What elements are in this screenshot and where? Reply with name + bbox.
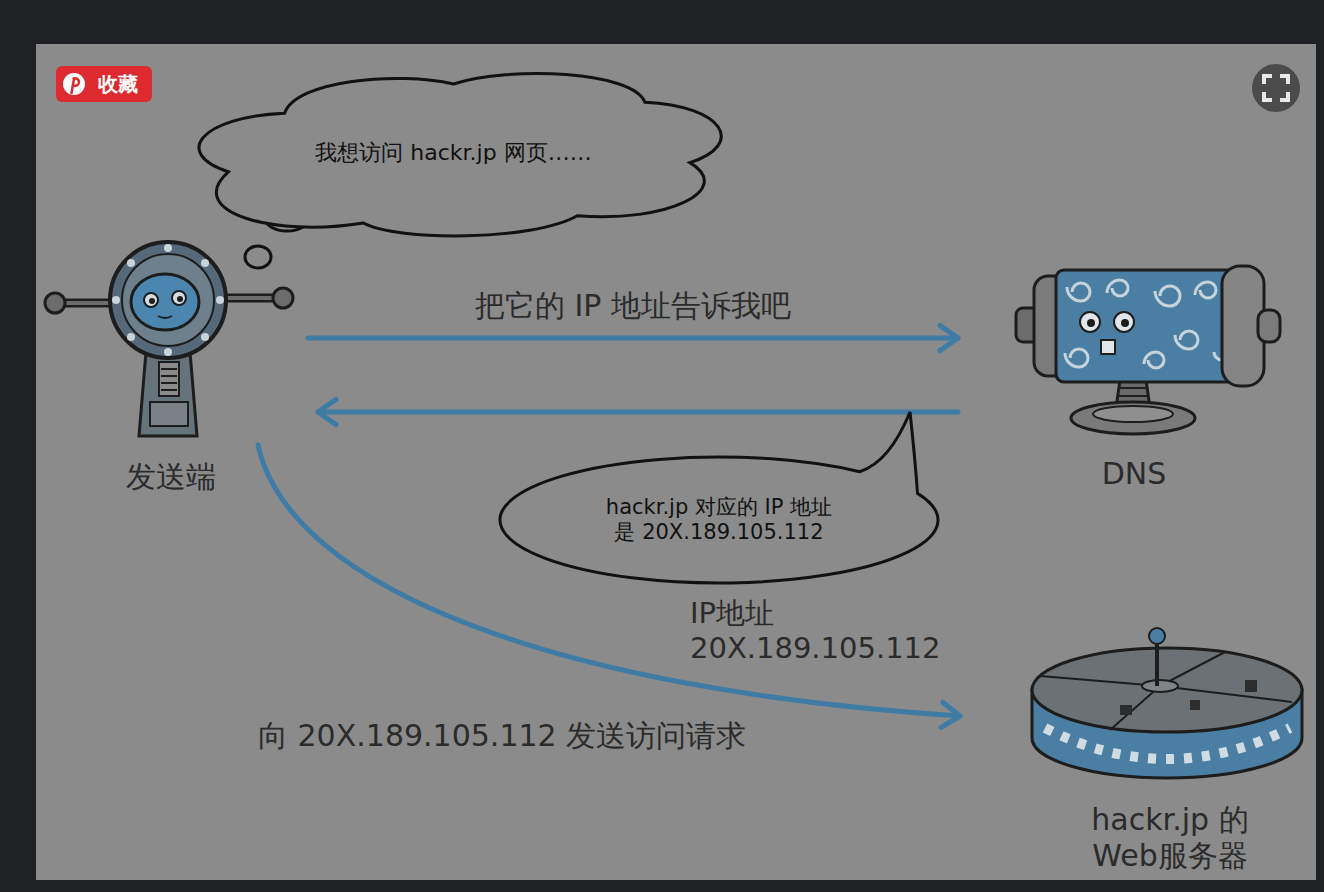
- dns-illustration: [1144, 352, 1164, 368]
- robot-illustration: [273, 288, 293, 308]
- thought-cloud: 我想访问 hackr.jp 网页……: [172, 62, 735, 245]
- web-server-illustration: [1032, 648, 1302, 732]
- arrow-head: [940, 325, 958, 350]
- sender-robot: 发送端: [40, 250, 302, 495]
- dns-illustration: [1121, 319, 1129, 327]
- robot-illustration: [158, 316, 172, 318]
- robot-illustration: [177, 296, 183, 302]
- edge-label: 把它的 IP 地址告诉我吧: [475, 288, 791, 324]
- robot-illustration: [201, 259, 209, 267]
- connector-line: [308, 336, 958, 341]
- expand-icon: [1252, 64, 1300, 112]
- speech-bubble: hackr.jp 对应的 IP 地址 是 20X.189.105.112: [498, 455, 940, 585]
- robot-illustration: [149, 298, 155, 304]
- robot-illustration: [201, 333, 209, 341]
- arrow-head: [941, 702, 960, 727]
- web-server-illustration: [1120, 705, 1132, 715]
- web-server-illustration: [1040, 652, 1292, 730]
- dns-illustration: [1155, 286, 1180, 306]
- robot-illustration: [161, 369, 177, 390]
- arrow-head: [318, 399, 336, 424]
- dns-illustration: [1065, 280, 1230, 368]
- web-server-text: hackr.jp 的 Web服务器: [1075, 802, 1265, 874]
- robot-illustration: [139, 352, 197, 436]
- dns-illustration: [1118, 388, 1148, 396]
- dns-illustration: [1016, 266, 1280, 434]
- robot-illustration: [131, 274, 199, 330]
- save-button: 收藏: [56, 66, 152, 102]
- dns-illustration: [1107, 280, 1128, 296]
- dns-illustration: [1258, 310, 1280, 342]
- dns-illustration: [1067, 283, 1090, 301]
- robot-illustration: [110, 242, 226, 358]
- dns-illustration: [1087, 319, 1095, 327]
- robot-illustration: [127, 333, 135, 341]
- dns-illustration: [1093, 406, 1173, 422]
- web-server-illustration: [1032, 628, 1302, 778]
- speech-bubble-text: hackr.jp 对应的 IP 地址 是 20X.189.105.112: [599, 495, 839, 545]
- robot-illustration: [150, 402, 188, 426]
- connector: [318, 399, 958, 424]
- dns-illustration: [1080, 312, 1100, 332]
- web-server-illustration: [1245, 680, 1257, 692]
- dns-illustration: [1114, 312, 1134, 332]
- robot-illustration: [164, 348, 172, 356]
- dns-illustration: [1071, 402, 1195, 434]
- web-server: hackr.jp 的 Web服务器: [1030, 622, 1310, 874]
- robot-illustration: [172, 291, 186, 305]
- robot-illustration: [45, 242, 293, 436]
- robot-illustration: [144, 293, 158, 307]
- robot-illustration: [164, 244, 172, 252]
- robot-illustration: [112, 296, 120, 304]
- thought-dots: [245, 246, 271, 268]
- robot-illustration: [45, 293, 65, 313]
- dns-illustration: [1056, 270, 1236, 382]
- web-server-illustration: [1155, 642, 1159, 686]
- web-server-illustration: [1190, 700, 1200, 710]
- dns-illustration: [1065, 349, 1088, 367]
- expand-icon: [1264, 76, 1288, 100]
- connector: [308, 325, 958, 350]
- save-button-text: 收藏: [98, 72, 138, 96]
- connector-line: [318, 410, 958, 415]
- cloud-outline: [199, 74, 721, 236]
- robot-illustration: [127, 259, 135, 267]
- dns-illustration: [1175, 331, 1198, 349]
- dns-server: DNS: [1000, 262, 1268, 492]
- robot-illustration: [216, 296, 224, 304]
- address-note: IP地址 20X.189.105.112: [690, 596, 952, 666]
- web-server-illustration: [1142, 680, 1178, 692]
- expand-icon: [1252, 64, 1300, 112]
- pin-icon: [63, 73, 85, 95]
- robot-illustration: [122, 254, 214, 346]
- pin-icon: [61, 71, 87, 97]
- dns-illustration: [1195, 282, 1216, 298]
- thought-cloud-text: 我想访问 hackr.jp 网页……: [315, 140, 591, 166]
- sender-robot-text: 发送端: [126, 459, 216, 495]
- edge-label: 向 20X.189.105.112 发送访问请求: [258, 718, 746, 754]
- web-server-illustration: [1149, 628, 1165, 644]
- robot-illustration: [159, 362, 179, 396]
- pin-icon: [72, 78, 79, 93]
- dns-server-text: DNS: [1102, 456, 1167, 492]
- dns-illustration: [1101, 340, 1115, 354]
- bubble-outline: [500, 412, 938, 583]
